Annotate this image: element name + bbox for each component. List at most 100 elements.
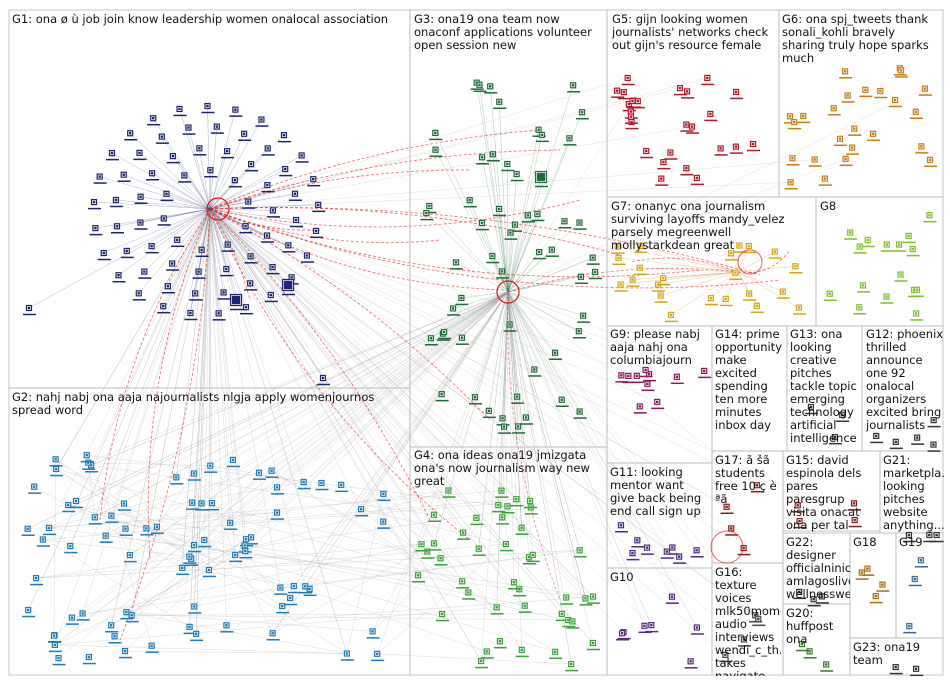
node-g5-16 bbox=[664, 149, 678, 160]
node-g1-55 bbox=[307, 176, 321, 187]
node-g1-11 bbox=[261, 182, 275, 193]
group-label-g20: G20: huffpost ona bbox=[786, 607, 834, 646]
node-g21-2 bbox=[902, 531, 916, 543]
node-g1-68 bbox=[89, 225, 103, 236]
node-g5-18 bbox=[730, 88, 744, 100]
node-g11-7 bbox=[690, 547, 704, 558]
node-g3-24 bbox=[586, 254, 600, 265]
node-layer bbox=[21, 65, 944, 677]
node-g4-15 bbox=[493, 638, 507, 649]
node-g10-4 bbox=[645, 622, 659, 633]
node-g3-53 bbox=[519, 414, 533, 425]
node-g8-9 bbox=[856, 282, 870, 293]
node-g6-4 bbox=[788, 119, 802, 130]
node-g6-23 bbox=[818, 175, 832, 186]
group-label-g9: G9: please nabj aaja nahj ona columbiajo… bbox=[610, 328, 700, 367]
node-g11-1 bbox=[614, 522, 628, 533]
node-g7-16 bbox=[776, 288, 790, 299]
node-g3-3 bbox=[435, 391, 449, 402]
node-g2-65 bbox=[80, 452, 94, 463]
node-g3-30 bbox=[563, 135, 577, 146]
group-label-g14: G14: prime opportunity make excited spen… bbox=[715, 328, 782, 432]
node-g9-6 bbox=[633, 403, 647, 414]
node-g5-9 bbox=[621, 74, 635, 86]
node-g8-6 bbox=[853, 243, 867, 254]
node-g5-2 bbox=[714, 145, 728, 156]
node-g6-7 bbox=[846, 144, 860, 155]
node-g2-47 bbox=[52, 654, 66, 666]
node-g1-70 bbox=[229, 293, 243, 311]
node-g1-62 bbox=[212, 310, 226, 321]
node-g12-0 bbox=[889, 438, 903, 450]
node-g4-14 bbox=[549, 648, 563, 660]
node-g2-63 bbox=[105, 512, 119, 523]
node-g4-22 bbox=[510, 496, 524, 507]
node-g1-71 bbox=[281, 278, 295, 296]
node-g6-18 bbox=[797, 112, 811, 124]
node-g4-38 bbox=[515, 646, 529, 658]
node-g15-1 bbox=[847, 500, 861, 511]
node-g9-8 bbox=[670, 373, 684, 385]
node-g6-15 bbox=[808, 156, 822, 167]
group-label-g1: G1: ona ø ù job join know leadership wom… bbox=[12, 13, 389, 26]
node-g2-38 bbox=[366, 628, 380, 639]
node-g20-1 bbox=[820, 661, 834, 672]
node-g1-26 bbox=[120, 247, 134, 259]
node-g2-57 bbox=[49, 456, 63, 467]
node-g5-0 bbox=[655, 175, 669, 186]
hub-layer bbox=[206, 197, 763, 564]
node-g4-37 bbox=[566, 618, 580, 629]
node-g4-12 bbox=[427, 511, 441, 523]
node-g2-40 bbox=[226, 456, 240, 468]
node-g6-10 bbox=[918, 85, 932, 96]
node-g1-18 bbox=[145, 243, 159, 254]
node-g6-12 bbox=[915, 143, 929, 154]
node-g10-5 bbox=[665, 593, 679, 604]
node-g2-45 bbox=[21, 525, 35, 537]
node-g3-9 bbox=[555, 396, 569, 407]
node-g7-4 bbox=[750, 302, 764, 314]
node-g3-5 bbox=[577, 312, 591, 323]
node-g2-55 bbox=[105, 622, 119, 633]
node-g12-2 bbox=[927, 417, 941, 428]
node-g4-6 bbox=[472, 545, 486, 556]
node-g1-69 bbox=[88, 198, 102, 210]
node-g8-0 bbox=[844, 229, 858, 240]
node-g2-13 bbox=[377, 490, 391, 502]
node-g5-1 bbox=[701, 74, 715, 86]
hub-loop-g7 bbox=[737, 249, 763, 275]
node-g5-11 bbox=[626, 97, 640, 109]
node-g1-10 bbox=[245, 161, 259, 172]
node-g4-5 bbox=[587, 593, 601, 604]
node-g19-0 bbox=[908, 575, 922, 587]
node-g1-48 bbox=[147, 115, 161, 126]
group-label-g11: G11: looking mentor want give back being… bbox=[610, 466, 702, 518]
node-g3-37 bbox=[424, 335, 438, 346]
node-g3-43 bbox=[567, 82, 581, 93]
node-g3-1 bbox=[511, 393, 525, 404]
node-g2-20 bbox=[150, 523, 164, 535]
node-g8-1 bbox=[893, 241, 907, 252]
node-g3-16 bbox=[504, 229, 518, 240]
node-g1-8 bbox=[221, 241, 235, 252]
node-g2-53 bbox=[284, 594, 298, 606]
node-g4-28 bbox=[501, 503, 515, 514]
node-g2-31 bbox=[183, 553, 197, 564]
node-g13-2 bbox=[828, 434, 842, 445]
node-g3-48 bbox=[573, 408, 587, 419]
group-label-g8: G8 bbox=[820, 200, 837, 213]
node-g8-14 bbox=[894, 271, 908, 282]
node-g2-6 bbox=[265, 467, 279, 478]
node-g11-3 bbox=[626, 550, 640, 561]
node-g7-13 bbox=[614, 281, 628, 292]
node-g4-1 bbox=[579, 595, 593, 606]
node-g2-51 bbox=[355, 506, 369, 517]
node-g16-3 bbox=[719, 651, 733, 663]
node-g3-17 bbox=[572, 328, 586, 339]
node-g12-4 bbox=[927, 441, 941, 452]
node-g6-9 bbox=[924, 156, 938, 168]
node-g2-66 bbox=[253, 469, 267, 480]
node-g4-17 bbox=[573, 547, 587, 558]
node-g1-31 bbox=[155, 133, 169, 144]
